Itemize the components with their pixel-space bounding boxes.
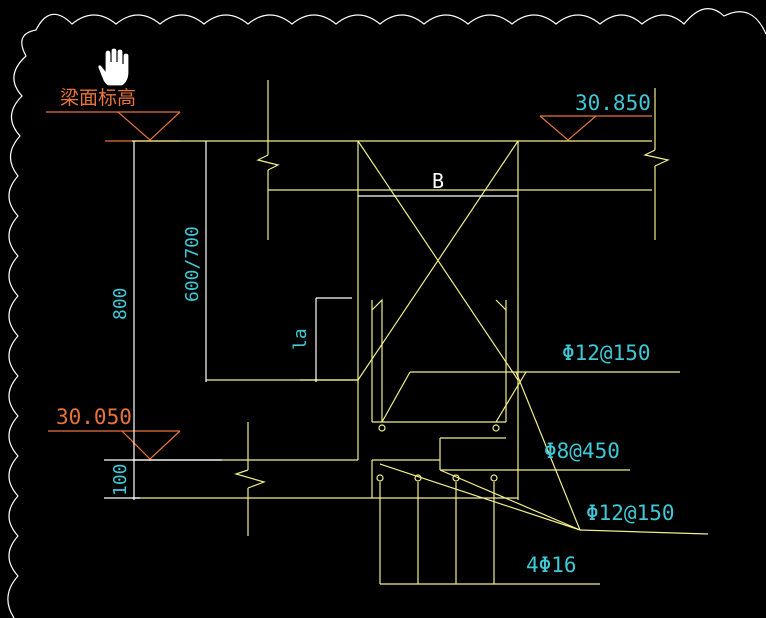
beam-top-elevation-marker: 梁面标高 [46,87,181,142]
beam-top-label: 梁面标高 [60,87,136,109]
slab-geometry [132,80,709,585]
dim-800-text: 800 [110,287,131,320]
dimension-lines [104,141,518,500]
dim-la-text: la [290,328,311,350]
rebar-callout-1: Φ12@150 [562,341,651,365]
elevation-top-right-text: 30.850 [575,91,651,115]
rebar-callout-3: Φ12@150 [586,501,675,525]
elevation-marker-top-right: 30.850 [539,91,652,141]
dim-100-text: 100 [110,463,131,496]
dim-600-700-text: 600/700 [182,226,203,302]
dim-b-text: B [432,169,444,193]
rebar-callout-2: Φ8@450 [544,439,620,463]
rebar-callout-4: 4Φ16 [526,553,577,577]
hand-pan-cursor-icon [97,47,130,87]
revision-cloud [7,8,766,618]
elevation-marker-left: 30.050 [48,405,181,460]
elevation-left-text: 30.050 [56,405,132,429]
